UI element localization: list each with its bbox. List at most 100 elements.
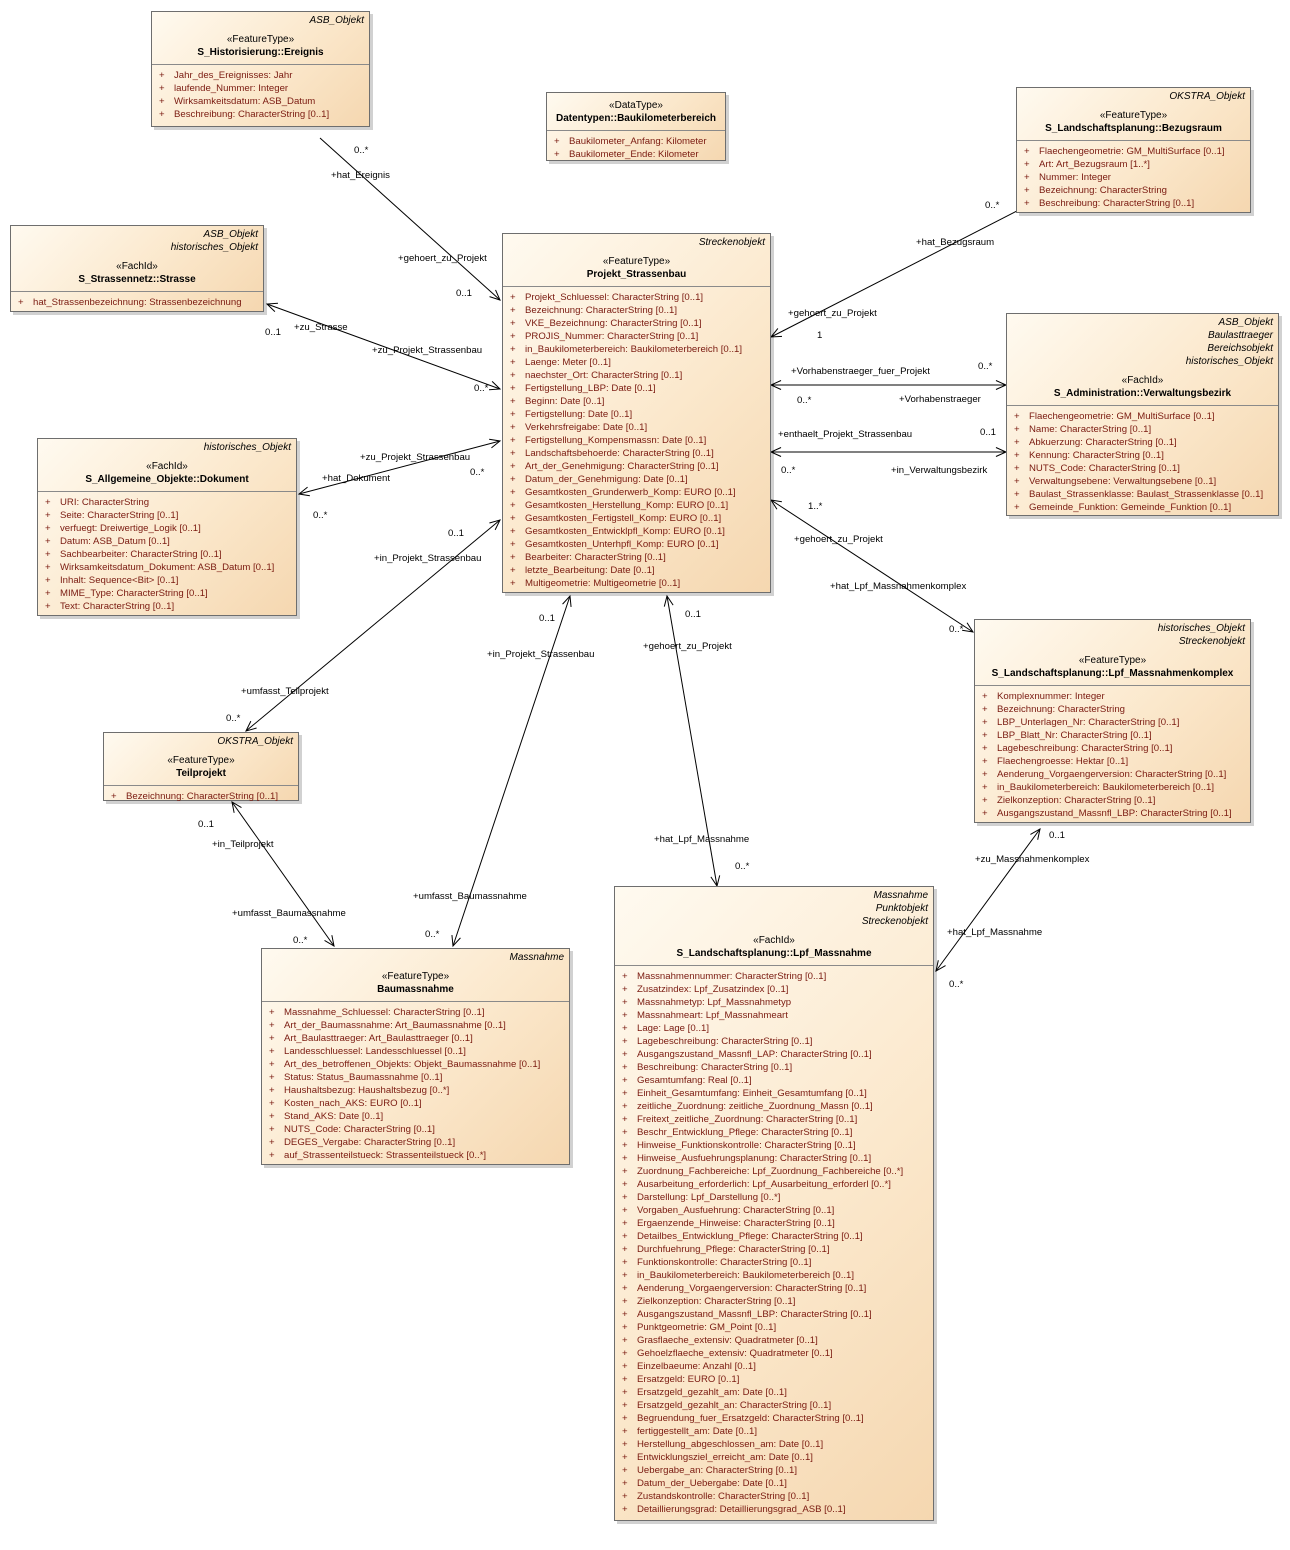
class-tags: OKSTRA_Objekt (1017, 88, 1250, 103)
association-line[interactable] (298, 440, 501, 495)
class-attribute: Gesamtkosten_Entwicklpfl_Komp: EURO [0..… (503, 525, 770, 538)
role-label: +hat_Dokument (322, 473, 390, 484)
class-attribute: Datum: ASB_Datum [0..1] (38, 535, 296, 548)
class-name: S_Administration::Verwaltungsbezirk (1053, 388, 1232, 399)
class-baumassnahme[interactable]: Massnahme«FeatureType»BaumassnahmeMassna… (261, 948, 570, 1165)
class-attribute: Fertigstellung_Kompensmassn: Date [0..1] (503, 434, 770, 447)
class-attribute: Art: Art_Bezugsraum [1..*] (1017, 158, 1250, 171)
class-attribute: in_Baukilometerbereich: Baukilometerbere… (503, 343, 770, 356)
association-arrowhead (1030, 828, 1041, 840)
class-attribute: Grasflaeche_extensiv: Quadratmeter [0..1… (615, 1334, 933, 1347)
class-attribute: Multigeometrie: Multigeometrie [0..1] (503, 577, 770, 590)
class-dokument[interactable]: historisches_Objekt«FachId»S_Allgemeine_… (37, 438, 297, 616)
tagged-value: historisches_Objekt (1185, 356, 1273, 367)
class-ereignis[interactable]: ASB_Objekt«FeatureType»S_Historisierung:… (151, 11, 370, 127)
association-line[interactable] (231, 801, 335, 947)
class-attribute: Uebergabe_an: CharacterString [0..1] (615, 1464, 933, 1477)
class-attribute: Landschaftsbehoerde: CharacterString [0.… (503, 447, 770, 460)
class-name: Teilprojekt (176, 768, 226, 779)
association-arrowhead (562, 594, 572, 607)
association-line[interactable] (266, 303, 501, 390)
class-attribute: Baukilometer_Anfang: Kilometer (547, 135, 725, 148)
tagged-value: Streckenobjekt (1178, 636, 1245, 647)
class-attribute: Baukilometer_Ende: Kilometer (547, 148, 725, 161)
association-arrowhead (769, 447, 782, 457)
class-attribute: Hinweise_Ausfuehrungsplanung: CharacterS… (615, 1152, 933, 1165)
class-attribute: auf_Strassenteilstueck: Strassenteilstue… (262, 1149, 569, 1162)
tagged-value: historisches_Objekt (203, 442, 291, 453)
class-attribute: Zielkonzeption: CharacterString [0..1] (975, 794, 1250, 807)
association-line[interactable] (935, 828, 1041, 972)
class-attribute: Verwaltungsebene: Verwaltungsebene [0..1… (1007, 475, 1278, 488)
class-attribute: zeitliche_Zuordnung: zeitliche_Zuordnung… (615, 1100, 933, 1113)
role-label: +hat_Bezugsraum (916, 237, 995, 248)
attribute-compartment: URI: CharacterStringSeite: CharacterStri… (38, 491, 296, 615)
tagged-value: Massnahme (509, 952, 564, 963)
class-tags: Streckenobjekt (503, 234, 770, 249)
association-line[interactable] (666, 595, 718, 887)
attribute-compartment: Projekt_Schluessel: CharacterString [0..… (503, 286, 770, 592)
class-projekt-strassenbau[interactable]: Streckenobjekt«FeatureType»Projekt_Stras… (502, 233, 771, 593)
class-attribute: PROJIS_Nummer: CharacterString [0..1] (503, 330, 770, 343)
class-attribute: Bearbeiter: CharacterString [0..1] (503, 551, 770, 564)
class-attribute: Zusatzindex: Lpf_Zusatzindex [0..1] (615, 983, 933, 996)
class-attribute: Punktgeometrie: GM_Point [0..1] (615, 1321, 933, 1334)
attribute-compartment: Baukilometer_Anfang: KilometerBaukilomet… (547, 130, 725, 163)
association-arrowhead (962, 622, 975, 633)
association-line[interactable] (770, 499, 974, 633)
role-label: +zu_Strasse (294, 322, 348, 333)
class-teilprojekt[interactable]: OKSTRA_Objekt«FeatureType»TeilprojektBez… (103, 732, 299, 803)
role-label: +in_Projekt_Strassenbau (487, 649, 595, 660)
association-line[interactable] (770, 210, 1018, 338)
mult-label: 0..* (735, 861, 750, 872)
class-attribute: LBP_Unterlagen_Nr: CharacterString [0..1… (975, 716, 1250, 729)
class-attribute: hat_Strassenbezeichnung: Strassenbezeich… (11, 296, 263, 309)
mult-label: 0..1 (685, 609, 702, 620)
mult-label: 0..1 (198, 819, 215, 830)
association-arrowhead (769, 328, 783, 338)
role-label: +in_Verwaltungsbezirk (891, 465, 988, 476)
class-attribute: Ausgangszustand_Massnfl_LAP: CharacterSt… (615, 1048, 933, 1061)
class-attribute: Nummer: Integer (1017, 171, 1250, 184)
class-attribute: Art_Baulasttraeger: Art_Baulasttraeger [… (262, 1032, 569, 1045)
class-attribute: Einheit_Gesamtumfang: Einheit_Gesamtumfa… (615, 1087, 933, 1100)
class-attribute: Beschreibung: CharacterString [0..1] (152, 108, 369, 121)
association-line[interactable] (245, 519, 501, 732)
association-arrowhead (245, 720, 257, 732)
association-line[interactable] (452, 595, 571, 947)
class-attribute: Verkehrsfreigabe: Date [0..1] (503, 421, 770, 434)
class-baukilometerbereich[interactable]: «DataType»Datentypen::Baukilometerbereic… (546, 92, 726, 161)
class-attribute: Zuordnung_Fachbereiche: Lpf_Zuordnung_Fa… (615, 1165, 933, 1178)
association-arrowhead (489, 519, 501, 531)
class-bezugsraum[interactable]: OKSTRA_Objekt«FeatureType»S_Landschaftsp… (1016, 87, 1251, 213)
class-attribute: Einzelbaeume: Anzahl [0..1] (615, 1360, 933, 1373)
class-stereotype: «DataType» (609, 100, 663, 111)
class-attribute: Ausarbeitung_erforderlich: Lpf_Ausarbeit… (615, 1178, 933, 1191)
class-attribute: Kosten_nach_AKS: EURO [0..1] (262, 1097, 569, 1110)
tagged-value: historisches_Objekt (170, 242, 258, 253)
class-attribute: Lagebeschreibung: CharacterString [0..1] (975, 742, 1250, 755)
mult-label: 0..* (781, 465, 796, 476)
tagged-value: Streckenobjekt (861, 916, 928, 927)
mult-label: 1..* (808, 501, 823, 512)
class-attribute: Gesamtkosten_Herstellung_Komp: EURO [0..… (503, 499, 770, 512)
class-stereotype: «FachId» (753, 935, 795, 946)
association-line[interactable] (319, 137, 501, 301)
class-stereotype: «FeatureType» (1078, 655, 1147, 666)
class-attribute: Wirksamkeitsdatum: ASB_Datum (152, 95, 369, 108)
mult-label: 0..* (470, 467, 485, 478)
class-attribute: Art_des_betroffenen_Objekts: Objekt_Baum… (262, 1058, 569, 1071)
class-attribute: Beginn: Date [0..1] (503, 395, 770, 408)
association-arrowhead (488, 380, 502, 391)
class-stereotype: «FeatureType» (226, 34, 295, 45)
class-attribute: Baulast_Strassenklasse: Baulast_Strassen… (1007, 488, 1278, 501)
class-attribute: Gehoelzflaeche_extensiv: Quadratmeter [0… (615, 1347, 933, 1360)
mult-label: 0..* (985, 200, 1000, 211)
class-attribute: LBP_Blatt_Nr: CharacterString [0..1] (975, 729, 1250, 742)
